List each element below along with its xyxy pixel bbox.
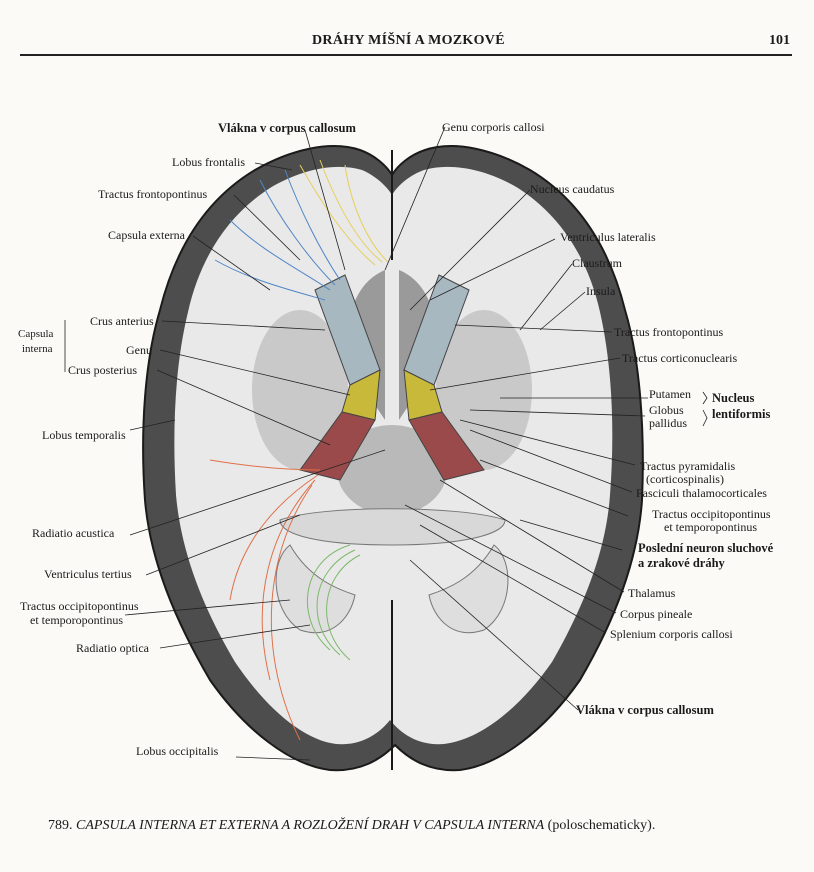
leader-lines [124, 126, 648, 761]
label-lentiformis: lentiformis [712, 407, 771, 421]
label-genu-corporis-callosi: Genu corporis callosi [442, 120, 545, 134]
label-capsula: Capsula [18, 328, 54, 340]
label-claustrum: Claustrum [572, 256, 622, 270]
label-lobus-occipitalis: Lobus occipitalis [136, 744, 219, 758]
thalamus-shape [337, 425, 447, 515]
label-splenium: Splenium corporis callosi [610, 627, 733, 641]
label-ventriculus-lateralis: Ventriculus lateralis [560, 230, 656, 244]
callosal-fibers [299, 159, 389, 266]
page-header: DRÁHY MÍŠNÍ A MOZKOVÉ 101 [20, 30, 792, 56]
label-thalamus: Thalamus [628, 586, 676, 600]
page-number: 101 [769, 33, 790, 48]
label-crus-anterius: Crus anterius [90, 314, 154, 328]
label-genu: Genu [126, 343, 152, 357]
label-tractus-occipito-left-1: Tractus occipitopontinus [20, 599, 139, 613]
figure-caption: 789. CAPSULA INTERNA ET EXTERNA A ROZLOŽ… [48, 818, 655, 834]
label-capsula-externa: Capsula externa [108, 228, 185, 242]
label-crus-posterius: Crus posterius [68, 363, 137, 377]
label-posledni-neuron-2: a zrakové dráhy [638, 556, 725, 570]
splenium-shape [279, 508, 506, 546]
occipital-horn-left [275, 544, 356, 634]
label-tractus-pyramidalis-1: Tractus pyramidalis [640, 459, 736, 473]
label-tractus-occipito-right-1: Tractus occipitopontinus [652, 507, 771, 521]
label-globus: Globus [649, 403, 684, 417]
label-putamen: Putamen [649, 387, 691, 401]
label-insula: Insula [586, 284, 616, 298]
label-interna: interna [22, 343, 53, 355]
caption-note: (poloschematicky). [547, 818, 656, 833]
caption-title: CAPSULA INTERNA ET EXTERNA A ROZLOŽENÍ D… [76, 818, 545, 833]
label-vlakna-bottom: Vlákna v corpus callosum [576, 703, 714, 717]
crus-posterius-left [299, 411, 376, 481]
frontopontine-fibers [214, 169, 341, 301]
left-lentiform [252, 310, 348, 470]
label-tractus-frontopontinus-left: Tractus frontopontinus [98, 187, 208, 201]
label-tractus-pyramidalis-2: (corticospinalis) [646, 472, 724, 486]
acoustic-radiation-fibers [209, 459, 321, 741]
right-lentiform [436, 310, 532, 470]
label-corpus-pineale: Corpus pineale [620, 607, 693, 621]
label-lobus-temporalis: Lobus temporalis [42, 428, 126, 442]
caption-number: 789. [48, 818, 73, 833]
label-tractus-occipito-left-2: et temporopontinus [30, 613, 123, 627]
crus-posterius-right [408, 411, 485, 481]
label-vlakna-top: Vlákna v corpus callosum [218, 121, 356, 135]
label-fasciculi: Fasciculi thalamocorticales [636, 486, 767, 500]
capsula-interna-right [403, 274, 485, 481]
occipital-horn-right [428, 544, 509, 634]
label-radiatio-optica: Radiatio optica [76, 641, 149, 655]
label-lobus-frontalis: Lobus frontalis [172, 155, 245, 169]
capsula-interna-left [299, 274, 381, 481]
brain-section-illustration [64, 126, 708, 772]
label-tractus-occipito-right-2: et temporopontinus [664, 520, 757, 534]
label-nucleus-caudatus: Nucleus caudatus [530, 182, 615, 196]
running-title: DRÁHY MÍŠNÍ A MOZKOVÉ [312, 33, 505, 48]
optic-radiation-fibers [307, 544, 361, 661]
label-nucleus: Nucleus [712, 391, 755, 405]
label-posledni-neuron-1: Poslední neuron sluchové [638, 541, 774, 555]
label-radiatio-acustica: Radiatio acustica [32, 526, 115, 540]
nucleus-bracket [702, 391, 708, 427]
label-pallidus: pallidus [649, 416, 687, 430]
label-ventriculus-tertius: Ventriculus tertius [44, 567, 132, 581]
label-tractus-frontopontinus-right: Tractus frontopontinus [614, 325, 724, 339]
label-tractus-corticonuclearis: Tractus corticonuclearis [622, 351, 738, 365]
